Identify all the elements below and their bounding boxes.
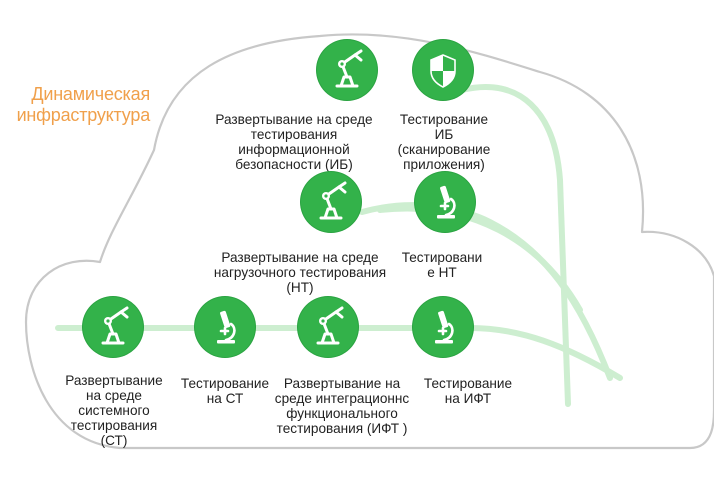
cloud-outline — [24, 33, 714, 450]
deploy-st-label: Развертывание на среде системного тестир… — [65, 373, 163, 448]
robot-arm-icon — [335, 49, 363, 88]
test-ift-node[interactable] — [413, 297, 473, 357]
shield-icon — [430, 54, 456, 88]
track-ib — [459, 84, 571, 407]
deploy-nt-node[interactable] — [301, 172, 361, 232]
test-st-label: Тестирование на СТ — [180, 376, 270, 406]
deploy-ift-label: Развертывание на среде интеграционнс фун… — [274, 376, 410, 436]
deploy-nt-label: Развертывание на среде нагрузочного тест… — [213, 250, 387, 295]
test-ib-label: Тестирование ИБ (сканирование приложения… — [397, 112, 491, 172]
robot-arm-icon — [316, 306, 344, 345]
microscope-icon — [217, 310, 236, 344]
test-nt-node[interactable] — [415, 172, 475, 232]
microscope-icon — [435, 310, 454, 344]
diagram-title: Динамическая инфраструктура — [16, 84, 151, 125]
deploy-ib-label: Развертывание на среде тестирования инфо… — [215, 112, 373, 172]
deploy-ift-node[interactable] — [298, 297, 358, 357]
test-ib-node[interactable] — [413, 40, 473, 100]
deploy-ib-node[interactable] — [317, 40, 377, 100]
test-ift-label: Тестирование на ИФТ — [423, 376, 513, 406]
test-st-node[interactable] — [195, 297, 255, 357]
track-main — [55, 325, 623, 381]
microscope-icon — [437, 185, 456, 219]
robot-arm-icon — [101, 306, 129, 345]
track-cross-1 — [377, 205, 583, 313]
deploy-st-node[interactable] — [83, 297, 143, 357]
test-nt-label: Тестировани е НТ — [401, 250, 483, 280]
robot-arm-icon — [319, 181, 347, 220]
